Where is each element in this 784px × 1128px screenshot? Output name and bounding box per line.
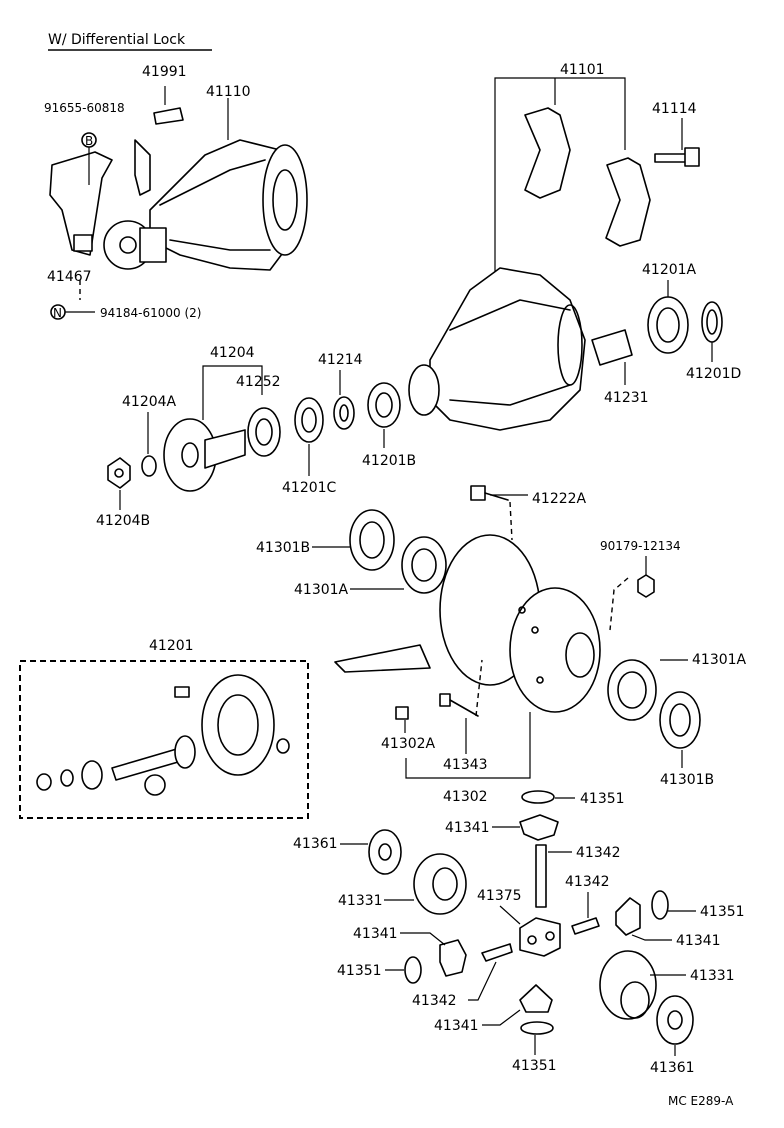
side-gear-41331-right	[599, 950, 657, 1020]
label-41101: 41101	[560, 62, 605, 78]
label-41991: 41991	[142, 64, 187, 80]
label-41222A: 41222A	[532, 491, 587, 507]
nut-symbol: N	[53, 306, 62, 320]
label-41351-left: 41351	[337, 963, 382, 979]
label-41467: 41467	[47, 269, 92, 285]
label-41341-top: 41341	[445, 820, 490, 836]
label-41201C: 41201C	[282, 480, 337, 496]
footer-code: MC E289-A	[668, 1094, 734, 1108]
bearing-41201C	[294, 397, 324, 443]
bracket-41467	[49, 151, 113, 256]
thrust-washer-41361-right	[656, 995, 694, 1045]
label-94184-61000: 94184-61000 (2)	[100, 306, 202, 320]
ring-gear-and-case	[334, 534, 601, 713]
differential-carrier-41110	[103, 139, 308, 271]
label-41301A-right: 41301A	[692, 652, 747, 668]
label-41302A: 41302A	[381, 736, 436, 752]
bearing-41201A-top	[647, 296, 689, 354]
spider-block-41375	[519, 917, 561, 957]
label-41341-right: 41341	[676, 933, 721, 949]
pin-41342-mid	[571, 917, 600, 935]
label-41301B-left: 41301B	[256, 540, 310, 556]
washer-41351-bottom	[520, 1021, 554, 1035]
side-gear-41331-left	[413, 853, 467, 915]
label-41201: 41201	[149, 638, 194, 654]
label-41375: 41375	[477, 888, 522, 904]
label-41342-top: 41342	[576, 845, 621, 861]
label-41361-left: 41361	[293, 836, 338, 852]
label-41204A: 41204A	[122, 394, 177, 410]
label-41110: 41110	[206, 84, 251, 100]
spacer-41231	[591, 329, 633, 366]
nut-90179-12134	[637, 574, 655, 598]
kit-box-41201	[19, 660, 309, 819]
spider-shaft-41342-top	[535, 844, 547, 908]
bearing-cap-41101-a	[524, 107, 571, 199]
label-41204: 41204	[210, 345, 255, 361]
bearing-41301A-right	[607, 659, 657, 721]
label-41231: 41231	[604, 390, 649, 406]
washer-41351-left	[404, 956, 422, 984]
pinion-41341-right	[615, 897, 641, 936]
label-41301A-left: 41301A	[294, 582, 349, 598]
label-41351-top: 41351	[580, 791, 625, 807]
label-41214: 41214	[318, 352, 363, 368]
label-41351-bottom: 41351	[512, 1058, 557, 1074]
diagram-title: W/ Differential Lock	[48, 32, 186, 48]
label-41341-left: 41341	[353, 926, 398, 942]
label-41204B: 41204B	[96, 513, 150, 529]
thrust-washer-41361-left	[368, 829, 402, 875]
label-41342-bottom: 41342	[412, 993, 457, 1009]
label-41201D: 41201D	[686, 366, 741, 382]
bearing-41201B	[367, 382, 401, 428]
companion-flange-41204	[163, 418, 246, 492]
bolt-41343	[439, 693, 479, 717]
seal-piece-41991	[153, 107, 184, 125]
label-41351-right: 41351	[700, 904, 745, 920]
spacer-41214	[333, 396, 355, 430]
oil-seal-41252	[247, 407, 281, 457]
label-41343: 41343	[443, 757, 488, 773]
bearing-cap-41101-b	[605, 157, 651, 247]
shim-41201D	[701, 301, 723, 343]
washer-41204A	[141, 455, 157, 477]
label-41341-bottom: 41341	[434, 1018, 479, 1034]
bolt-41114	[654, 147, 700, 167]
label-41342-mid: 41342	[565, 874, 610, 890]
oil-seal-41301B-right	[659, 691, 701, 749]
bearing-41301A-left	[401, 536, 447, 594]
label-41201A-top: 41201A	[642, 262, 697, 278]
washer-41351-top	[521, 790, 555, 804]
pinion-41341-bottom	[519, 984, 553, 1013]
label-91655-60818: 91655-60818	[44, 101, 125, 115]
washer-41351-right	[651, 890, 669, 920]
nut-41204B	[107, 457, 131, 489]
label-41302: 41302	[443, 789, 488, 805]
pinion-41341-left	[439, 939, 467, 977]
pinion-41341-top	[519, 814, 559, 841]
bolt-41222A	[470, 485, 509, 501]
bolt-symbol: B	[85, 134, 93, 148]
label-41301B-right: 41301B	[660, 772, 714, 788]
carrier-case	[408, 267, 586, 431]
label-41331-right: 41331	[690, 968, 735, 984]
label-41114: 41114	[652, 101, 697, 117]
label-41252: 41252	[236, 374, 281, 390]
label-41361-right: 41361	[650, 1060, 695, 1076]
oil-seal-41301B-left	[349, 509, 395, 571]
bolt-41302A	[395, 706, 409, 720]
pin-41342-bottom	[481, 943, 513, 962]
label-90179-12134: 90179-12134	[600, 539, 681, 553]
label-41201B: 41201B	[362, 453, 416, 469]
kit-41201-contents	[36, 674, 290, 796]
label-41331-left: 41331	[338, 893, 383, 909]
